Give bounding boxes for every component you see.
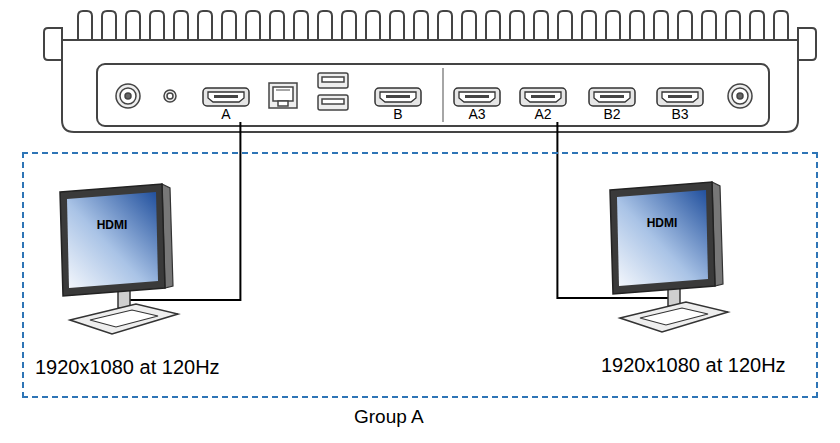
cooling-fin bbox=[678, 11, 692, 41]
port-label: B bbox=[374, 107, 422, 122]
cooling-fin bbox=[366, 11, 380, 41]
hdmi-port: A3 bbox=[453, 87, 501, 122]
port-label: B2 bbox=[588, 107, 636, 122]
cooling-fin bbox=[198, 11, 212, 41]
antenna-connector bbox=[728, 84, 752, 108]
cooling-fin bbox=[126, 11, 140, 41]
hdmi-port-shape bbox=[202, 87, 250, 107]
hdmi-cable bbox=[557, 122, 598, 298]
hdmi-port: A2 bbox=[519, 87, 567, 122]
screen-label: HDMI bbox=[632, 216, 692, 230]
mount-ear bbox=[44, 28, 62, 60]
port-label: B3 bbox=[656, 107, 704, 122]
group-label: Group A bbox=[354, 406, 424, 428]
cooling-fin bbox=[270, 11, 284, 41]
port-label: A2 bbox=[519, 107, 567, 122]
display-group: Group AHDMI1920x1080 at 120HzHDMI1920x10… bbox=[22, 152, 818, 398]
monitor: HDMI1920x1080 at 120Hz bbox=[598, 182, 733, 342]
cooling-fin bbox=[510, 11, 524, 41]
mount-ear bbox=[798, 28, 816, 60]
hdmi-port: B bbox=[374, 87, 422, 122]
hdmi-port-shape bbox=[374, 87, 422, 107]
led-indicator bbox=[164, 90, 176, 102]
cooling-fin bbox=[462, 11, 476, 41]
cooling-fin bbox=[654, 11, 668, 41]
hdmi-port-shape bbox=[453, 87, 501, 107]
cooling-fin bbox=[702, 11, 716, 41]
hdmi-port: B2 bbox=[588, 87, 636, 122]
cooling-fin bbox=[534, 11, 548, 41]
cooling-fin bbox=[414, 11, 428, 41]
ethernet-port bbox=[269, 83, 297, 108]
hdmi-port-shape bbox=[656, 87, 704, 107]
port-label: A3 bbox=[453, 107, 501, 122]
cooling-fin bbox=[150, 11, 164, 41]
hdmi-port: A bbox=[202, 87, 250, 122]
cooling-fin bbox=[174, 11, 188, 41]
cooling-fin bbox=[486, 11, 500, 41]
cooling-fin bbox=[726, 11, 740, 41]
cooling-fin bbox=[774, 11, 788, 41]
cooling-fin bbox=[294, 11, 308, 41]
resolution-caption: 1920x1080 at 120Hz bbox=[601, 354, 786, 377]
cooling-fin bbox=[246, 11, 260, 41]
hdmi-cable bbox=[182, 122, 240, 300]
panel-divider bbox=[442, 68, 444, 122]
cooling-fin bbox=[606, 11, 620, 41]
hdmi-port: B3 bbox=[656, 87, 704, 122]
cooling-fin bbox=[558, 11, 572, 41]
cooling-fin bbox=[102, 11, 116, 41]
cooling-fin bbox=[318, 11, 332, 41]
rear-panel bbox=[97, 64, 769, 126]
monitor: HDMI1920x1080 at 120Hz bbox=[32, 184, 182, 344]
monitor-illustration bbox=[598, 182, 733, 342]
cooling-fin bbox=[78, 11, 92, 41]
antenna-connector bbox=[116, 84, 140, 108]
cooling-fin bbox=[630, 11, 644, 41]
port-label: A bbox=[202, 107, 250, 122]
screen-label: HDMI bbox=[82, 218, 142, 232]
cooling-fin bbox=[582, 11, 596, 41]
hdmi-port-shape bbox=[519, 87, 567, 107]
housing-body bbox=[62, 40, 798, 132]
cooling-fin bbox=[438, 11, 452, 41]
cooling-fin bbox=[342, 11, 356, 41]
monitor-illustration bbox=[32, 184, 182, 344]
hdmi-port-shape bbox=[588, 87, 636, 107]
cooling-fin bbox=[390, 11, 404, 41]
cooling-fin bbox=[750, 11, 764, 41]
resolution-caption: 1920x1080 at 120Hz bbox=[35, 356, 220, 379]
cooling-fin bbox=[222, 11, 236, 41]
usb-port bbox=[318, 73, 348, 110]
